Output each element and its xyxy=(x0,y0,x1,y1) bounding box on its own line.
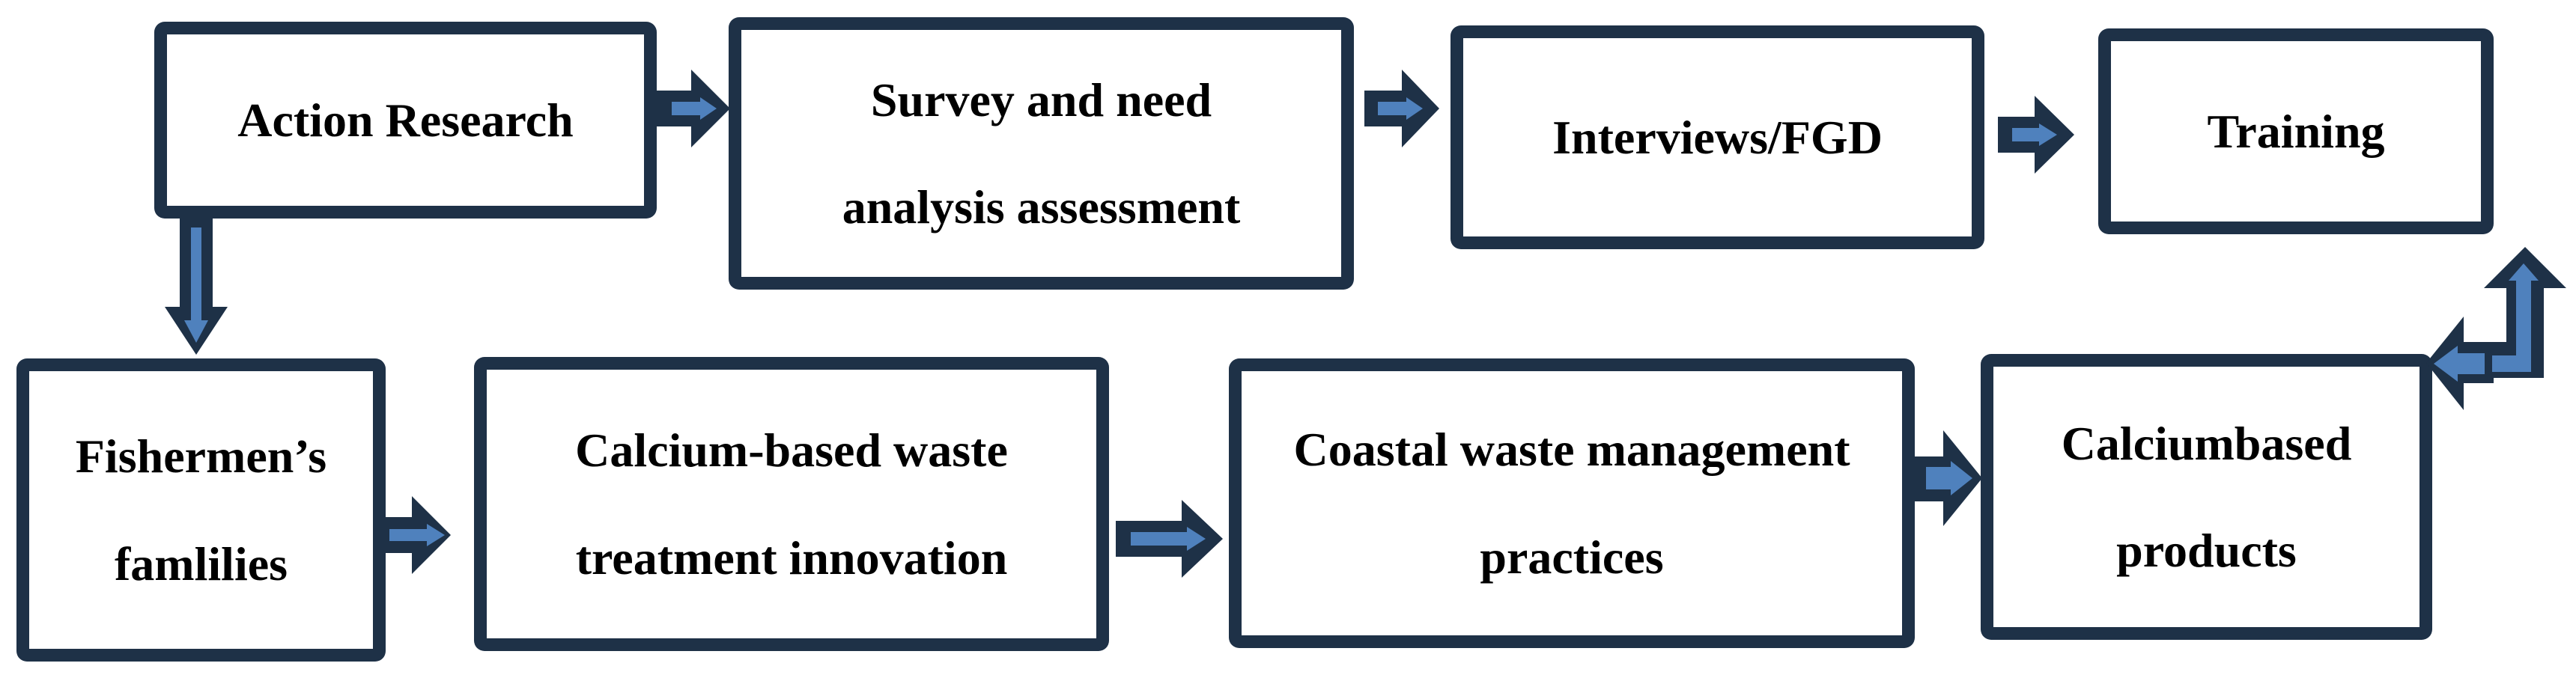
arrow-action-to-fishermen-icon xyxy=(165,219,228,355)
box-coastal-waste-management: Coastal waste management practices xyxy=(1229,358,1915,648)
box-training: Training xyxy=(2098,28,2494,234)
box-training-line1: Training xyxy=(2207,104,2385,158)
box-calcium-based-waste-treatment-line2: treatment innovation xyxy=(575,531,1008,584)
arrow-coastal-to-products-icon xyxy=(1915,430,1982,526)
box-calcium-based-waste-treatment: Calcium-based waste treatment innovation xyxy=(474,357,1109,651)
box-coastal-waste-management-line2: practices xyxy=(1480,530,1664,584)
box-fishermens-families-line1: Fishermen’s xyxy=(75,430,327,483)
box-survey-need-analysis: Survey and need analysis assessment xyxy=(729,17,1354,290)
box-fishermens-families: Fishermen’s famlilies xyxy=(16,358,386,662)
box-calciumbased-products-line2: products xyxy=(2116,524,2297,577)
arrow-calcium-to-coastal-icon xyxy=(1116,500,1223,578)
arrow-action-to-survey-icon xyxy=(657,70,730,147)
box-calcium-based-waste-treatment-line1: Calcium-based waste xyxy=(575,424,1008,477)
box-action-research-line1: Action Research xyxy=(237,93,574,147)
box-interviews-fgd: Interviews/FGD xyxy=(1450,25,1984,249)
box-action-research: Action Research xyxy=(154,22,657,219)
arrow-fishermen-to-calcium-icon xyxy=(386,496,451,574)
box-survey-need-analysis-line1: Survey and need xyxy=(870,73,1212,126)
box-survey-need-analysis-line2: analysis assessment xyxy=(842,180,1241,233)
box-fishermens-families-line2: famlilies xyxy=(114,537,288,590)
box-calciumbased-products-line1: Calciumbased xyxy=(2061,416,2352,470)
box-calciumbased-products: Calciumbased products xyxy=(1981,354,2432,640)
arrow-survey-to-interviews-icon xyxy=(1364,70,1439,147)
box-coastal-waste-management-line1: Coastal waste management xyxy=(1293,423,1850,477)
box-interviews-fgd-line1: Interviews/FGD xyxy=(1552,110,1883,164)
arrow-interviews-to-training-icon xyxy=(1998,96,2074,174)
arrow-products-return-up-icon xyxy=(2426,247,2566,410)
